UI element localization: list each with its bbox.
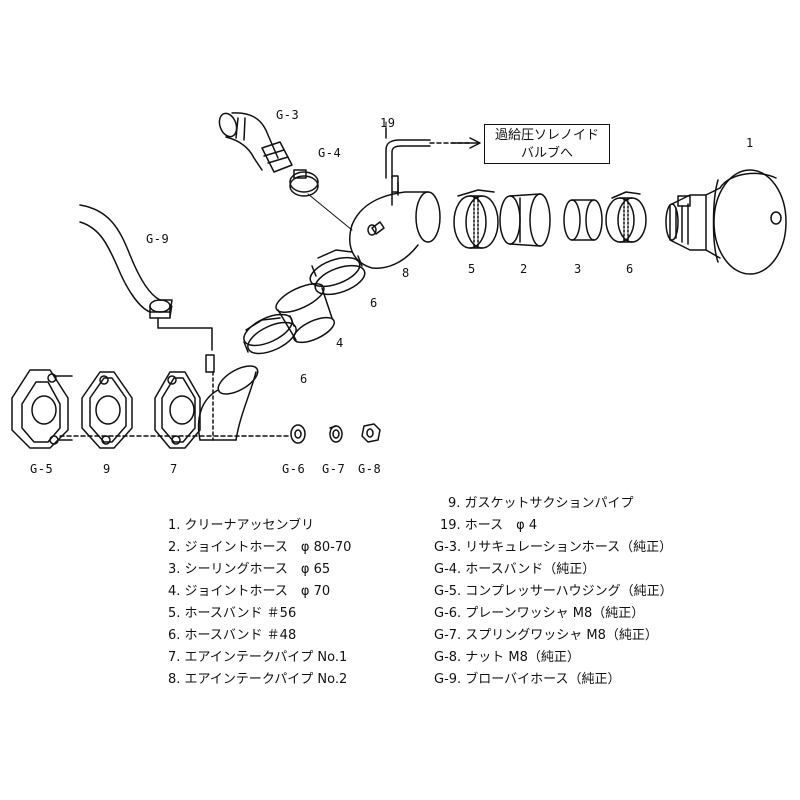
legend-item: 3. シーリングホース φ 65: [168, 562, 331, 577]
legend-item: G-8. ナット M8（純正）: [434, 650, 580, 665]
hose-band-g4: [289, 169, 319, 197]
legend-item: 9. ガスケットサクションパイプ: [448, 496, 634, 511]
callout-line-1: 過給圧ソレノイド: [494, 128, 599, 143]
label-g5: G-5: [30, 462, 54, 476]
legend-item: 7. エアインテークパイプ No.1: [168, 650, 348, 665]
gasket-part9: [81, 371, 133, 449]
leader-lines: [169, 121, 387, 319]
solenoid-callout: 過給圧ソレノイド バルブへ: [484, 124, 610, 164]
legend-item: 1. クリーナアッセンブリ: [168, 518, 315, 533]
plain-washer-g6: [290, 424, 306, 444]
hose-band-48-part6-lower: [243, 313, 297, 355]
nut-g8: [361, 423, 381, 443]
callout-line-2: バルブへ: [520, 146, 573, 161]
label-9: 9: [103, 462, 111, 476]
intake-pipe-no1-part7: [197, 354, 259, 441]
label-g9: G-9: [146, 232, 170, 246]
intake-pipe-no2-part8: [349, 175, 441, 269]
label-g3: G-3: [276, 108, 300, 122]
parts-legend-left: 1. クリーナアッセンブリ 2. ジョイントホース φ 80-70 3. シーリ…: [168, 514, 428, 704]
blowby-hose-g9: [79, 204, 213, 351]
legend-item: 5. ホースバンド ＃56: [168, 606, 297, 621]
hose-band-56-part5: [453, 189, 499, 249]
compressor-housing-g5: [11, 369, 73, 449]
cleaner-assembly-part1: [665, 169, 787, 275]
parts-legend-right: 9. ガスケットサクションパイプ 19. ホース φ 4 G-3. リサキュレー…: [434, 492, 774, 702]
sealing-hose-65-part3: [563, 199, 603, 241]
label-1: 1: [746, 136, 754, 150]
label-g4: G-4: [318, 146, 342, 160]
label-6-lower: 6: [300, 372, 308, 386]
label-5: 5: [468, 262, 476, 276]
label-g7: G-7: [322, 462, 346, 476]
hose-band-48-part6-right: [605, 191, 647, 243]
label-6-middle: 6: [370, 296, 378, 310]
legend-item: G-9. ブローバイホース（純正）: [434, 672, 621, 687]
legend-item: G-4. ホースバンド（純正）: [434, 562, 596, 577]
label-8: 8: [402, 266, 410, 280]
legend-item: 2. ジョイントホース φ 80-70: [168, 540, 352, 555]
legend-item: 6. ホースバンド ＃48: [168, 628, 297, 643]
legend-item: 8. エアインテークパイプ No.2: [168, 672, 348, 687]
joint-hose-70-part4: [275, 283, 336, 344]
hose-19: [385, 127, 481, 179]
legend-item: 19. ホース φ 4: [440, 518, 538, 533]
legend-item: G-3. リサキュレーションホース（純正）: [434, 540, 673, 555]
legend-item: G-5. コンプレッサーハウジング（純正）: [434, 584, 673, 599]
label-2: 2: [520, 262, 528, 276]
legend-item: 4. ジョイントホース φ 70: [168, 584, 331, 599]
joint-hose-80-70-part2: [499, 193, 551, 247]
label-g8: G-8: [358, 462, 382, 476]
label-g6: G-6: [282, 462, 306, 476]
label-3: 3: [574, 262, 582, 276]
label-4: 4: [336, 336, 344, 350]
legend-item: G-6. プレーンワッシャ M8（純正）: [434, 606, 645, 621]
hose-band-48-part6-middle: [309, 249, 366, 296]
label-7: 7: [170, 462, 178, 476]
label-19: 19: [380, 116, 396, 130]
label-6-right: 6: [626, 262, 634, 276]
recirc-hose-g3: [218, 112, 293, 173]
spring-washer-g7: [329, 425, 343, 443]
legend-item: G-7. スプリングワッシャ M8（純正）: [434, 628, 658, 643]
